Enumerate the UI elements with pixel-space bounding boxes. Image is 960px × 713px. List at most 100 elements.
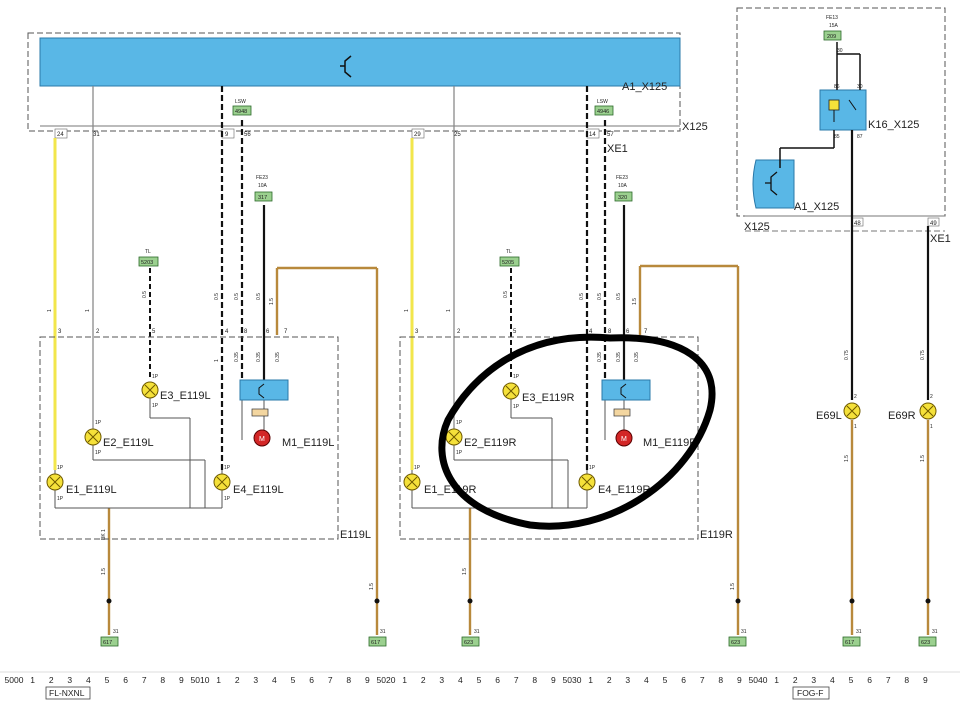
ground-terminal-6: 31 623: [918, 598, 938, 647]
svg-text:49: 49: [930, 221, 937, 227]
scale-mark: 4: [86, 675, 91, 685]
svg-text:4948: 4948: [235, 109, 247, 115]
lamp-label-e1l: E1_E119L: [66, 484, 117, 496]
svg-text:1P: 1P: [95, 420, 102, 426]
group-label-e119l: E119L: [340, 529, 371, 541]
scale-mark: 9: [365, 675, 370, 685]
svg-text:1.5: 1.5: [101, 568, 107, 575]
lamp-label-e4r: E4_E119R: [598, 484, 650, 496]
terminal-lsw-right: LSW 4946: [594, 99, 614, 116]
svg-text:1.5: 1.5: [632, 298, 638, 305]
scale-mark: 3: [625, 675, 630, 685]
lamp-icon: [46, 473, 64, 491]
svg-text:209: 209: [827, 34, 836, 40]
svg-text:FE23: FE23: [616, 175, 628, 181]
svg-text:4946: 4946: [597, 109, 609, 115]
svg-text:6: 6: [626, 329, 630, 335]
svg-text:8: 8: [244, 329, 248, 335]
svg-text:25: 25: [454, 132, 461, 138]
svg-text:623: 623: [464, 640, 473, 646]
ground-terminal-1: 31 617: [100, 598, 119, 647]
svg-text:8: 8: [608, 329, 612, 335]
svg-text:1P: 1P: [152, 374, 159, 380]
scale-mark: 1: [30, 675, 35, 685]
scale-mark: 9: [179, 675, 184, 685]
svg-text:1P: 1P: [414, 465, 421, 471]
scale-mark: 7: [328, 675, 333, 685]
svg-text:5203: 5203: [141, 260, 153, 266]
scale-mark: 8: [904, 675, 909, 685]
scale-mark: 7: [142, 675, 147, 685]
scale-mark: 2: [235, 675, 240, 685]
svg-text:617: 617: [103, 640, 112, 646]
lamp-pin-tags: 1P 1P 1P 1P 1P 1P 1P 1P 1P 1P 1P 1P 1P 1…: [57, 374, 933, 502]
motor-label-m1r: M1_E119R: [643, 437, 697, 449]
svg-text:1.5: 1.5: [920, 455, 926, 462]
lamp-icon: [502, 382, 520, 400]
frame-pin-labels: 3 2 5 4 8 6 7 3 2 5 4 8 6 7: [58, 329, 648, 335]
scale-mark: 7: [886, 675, 891, 685]
svg-text:0.5: 0.5: [234, 293, 240, 300]
svg-text:15A: 15A: [829, 23, 839, 29]
svg-text:31: 31: [93, 132, 100, 138]
svg-text:14: 14: [589, 132, 596, 138]
svg-text:4: 4: [589, 329, 593, 335]
ground-terminal-4: 31 623: [728, 598, 747, 647]
scale-mark: 6: [681, 675, 686, 685]
svg-text:BK 1: BK 1: [101, 529, 107, 540]
scale-mark: 1: [774, 675, 779, 685]
svg-text:M: M: [621, 436, 627, 443]
svg-text:1: 1: [85, 309, 91, 312]
svg-text:7: 7: [644, 329, 648, 335]
scale-mark: 5020: [377, 675, 396, 685]
lamp-label-e4l: E4_E119L: [233, 484, 284, 496]
scale-mark: 6: [123, 675, 128, 685]
svg-text:FE23: FE23: [256, 175, 268, 181]
lamp-label-e69r: E69R: [888, 410, 916, 422]
lamp-icon: [141, 381, 159, 399]
connector-label-xe1-left: XE1: [607, 143, 628, 155]
scale-mark: 8: [532, 675, 537, 685]
svg-text:0.35: 0.35: [634, 352, 640, 362]
module-label-a1-right: A1_X125: [794, 201, 839, 213]
svg-text:87: 87: [857, 134, 863, 140]
svg-text:31: 31: [380, 629, 386, 635]
scale-mark: 3: [67, 675, 72, 685]
scale-mark: 2: [49, 675, 54, 685]
wire-size-labels: 1 1 0.5 0.5 0.5 0.5 1.5 1 0.35 0.35 0.35…: [47, 291, 926, 590]
svg-text:TL: TL: [506, 249, 512, 255]
svg-text:0.35: 0.35: [616, 352, 622, 362]
svg-text:1: 1: [930, 424, 933, 430]
scale-mark: 9: [923, 675, 928, 685]
lamp-label-e69l: E69L: [816, 410, 842, 422]
top-pin-labels: 24 31 9 56 29 25 14 57: [54, 128, 614, 139]
svg-text:0.35: 0.35: [256, 352, 262, 362]
svg-text:7: 7: [284, 329, 288, 335]
svg-text:0.5: 0.5: [597, 293, 603, 300]
scale-mark: 2: [793, 675, 798, 685]
scale-mark: 6: [309, 675, 314, 685]
lamp-icon: [578, 473, 596, 491]
wires-right: [410, 86, 740, 635]
group-label-e119r: E119R: [700, 529, 733, 541]
terminal-tl-left: TL 5203: [138, 249, 159, 267]
section-label-left: FL-NXNL: [45, 686, 91, 700]
section-label-right: FOG-F: [792, 686, 830, 700]
svg-text:FL-NXNL: FL-NXNL: [49, 688, 85, 698]
svg-text:29: 29: [414, 132, 421, 138]
module-label-a1: A1_X125: [622, 81, 667, 93]
svg-text:10A: 10A: [258, 183, 268, 189]
ground-terminal-5: 31 617: [842, 598, 862, 647]
svg-text:2: 2: [457, 329, 461, 335]
scale-mark: 3: [439, 675, 444, 685]
svg-text:0.75: 0.75: [844, 350, 850, 360]
lamp-label-e2l: E2_E119L: [103, 437, 154, 449]
svg-text:31: 31: [113, 629, 119, 635]
svg-text:31: 31: [474, 629, 480, 635]
svg-text:31: 31: [932, 629, 938, 635]
scale-mark: 8: [346, 675, 351, 685]
svg-text:320: 320: [618, 195, 627, 201]
relay-pin-labels: 86 30 85 87 30 48 49: [834, 48, 940, 227]
svg-text:623: 623: [921, 640, 930, 646]
